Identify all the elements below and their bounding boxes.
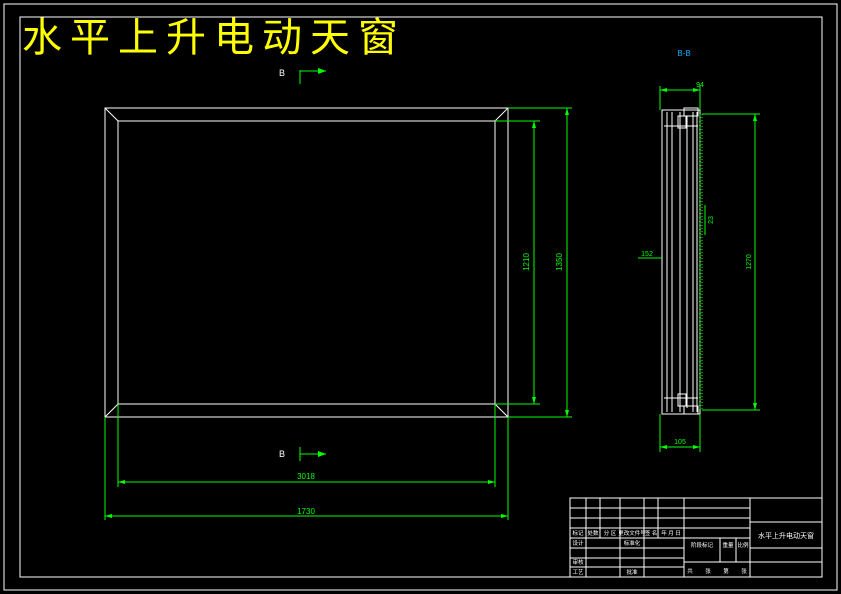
tb-label-date: 年 月 日 <box>661 529 681 537</box>
dim-inner-height: 1210 <box>522 253 531 271</box>
corner-line-bl <box>104 403 119 418</box>
dim-left-offset: 152 <box>641 251 653 258</box>
side-view <box>661 107 701 415</box>
tb-label-signature: 签 名 <box>645 529 658 537</box>
top-seal <box>677 115 687 129</box>
tb-label-weight: 重量 <box>722 541 734 549</box>
dim-outer-width: 1730 <box>297 507 315 516</box>
section-marker-top: B <box>279 68 326 84</box>
tb-label-sheets: 张 <box>705 567 711 575</box>
tb-label-stage: 阶段标记 <box>691 541 714 549</box>
outer-sheet-border <box>3 3 838 591</box>
front-view-arrowheads <box>105 108 569 518</box>
tb-label-design: 设计 <box>572 539 584 547</box>
dim-outer-height: 1350 <box>555 253 564 271</box>
dim-bottom-width: 105 <box>674 439 686 446</box>
tb-label-zone: 分 区 <box>604 529 617 537</box>
dim-mid-detail: 23 <box>708 216 715 224</box>
bottom-bracket <box>683 405 699 415</box>
window-outer-frame <box>104 107 509 418</box>
side-view-dimensions <box>638 86 760 452</box>
tb-label-no: 第 <box>723 567 729 575</box>
bottom-seal <box>677 393 687 407</box>
section-arrow-head <box>318 451 326 457</box>
tb-label-process: 工艺 <box>572 569 584 576</box>
tb-label-change-doc: 更改文件号 <box>618 529 646 537</box>
corner-line-br <box>494 403 509 418</box>
drawing-title: 水平上升电动天窗 <box>22 15 406 61</box>
title-block-drawing-name: 水平上升电动天窗 <box>758 531 814 540</box>
title-block <box>569 497 823 578</box>
front-view <box>104 107 509 418</box>
section-view-label: B-B <box>677 49 690 58</box>
tb-label-review: 审核 <box>572 558 584 566</box>
section-marker-bottom: B <box>279 447 326 461</box>
drawing-frame <box>19 16 823 578</box>
corner-line-tl <box>104 107 119 122</box>
tb-label-count: 处数 <box>587 529 599 537</box>
tb-label-mark: 标记 <box>572 529 584 537</box>
dim-side-height: 1270 <box>746 254 753 270</box>
dim-top-width: 94 <box>696 82 704 89</box>
front-view-dimensions <box>104 107 572 520</box>
tb-label-scale: 比例 <box>737 541 749 549</box>
title-block-labels: 标记 处数 分 区 更改文件号 签 名 年 月 日 设计 标准化 审核 工艺 批… <box>572 529 749 576</box>
tb-label-total: 共 <box>687 567 693 575</box>
tb-label-sheet: 张 <box>741 567 747 575</box>
tb-label-approve: 批准 <box>626 568 638 576</box>
window-inner-frame <box>117 120 496 405</box>
side-view-arrowheads <box>660 88 757 449</box>
tb-label-standardization: 标准化 <box>624 539 641 547</box>
section-marker-bottom-label: B <box>279 449 285 459</box>
section-marker-top-label: B <box>279 68 285 78</box>
corner-line-tr <box>494 107 509 122</box>
side-view-outline <box>661 109 701 415</box>
dim-inner-width: 3018 <box>297 472 315 481</box>
top-bracket <box>683 107 699 117</box>
section-arrow-head <box>318 68 326 74</box>
